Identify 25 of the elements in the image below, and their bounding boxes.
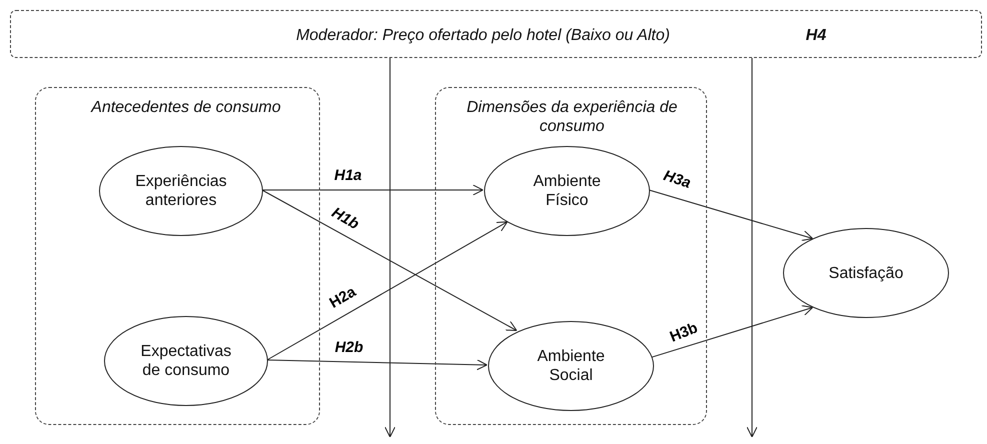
arrow	[648, 190, 814, 241]
construct-label: Satisfação	[828, 264, 904, 284]
group-title: Dimensões da experiência de consumo	[466, 98, 678, 136]
group-box	[435, 87, 707, 425]
arrow	[384, 58, 396, 438]
arrow	[266, 221, 508, 360]
construct-ellipse	[488, 321, 654, 411]
arrow	[266, 359, 488, 370]
arrow	[651, 305, 814, 358]
construct-label: Experiências anteriores	[134, 172, 228, 211]
arrow	[262, 184, 484, 196]
moderator-band	[10, 10, 982, 58]
arrow	[746, 58, 758, 438]
construct-label: Ambiente Físico	[532, 172, 602, 211]
construct-label: Ambiente Social	[536, 347, 606, 386]
moderator-label: Moderador: Preço ofertado pelo hotel (Baixo ou Alto)	[295, 26, 671, 45]
arrow	[262, 190, 518, 332]
construct-label: Expectativas de consumo	[140, 342, 232, 381]
hypothesis-label: H4	[804, 26, 828, 45]
construct-ellipse	[484, 146, 650, 236]
group-title: Antecedentes de consumo	[91, 98, 281, 117]
construct-ellipse	[104, 316, 268, 406]
group-box	[35, 87, 320, 425]
construct-ellipse	[783, 228, 949, 318]
construct-ellipse	[99, 146, 263, 236]
